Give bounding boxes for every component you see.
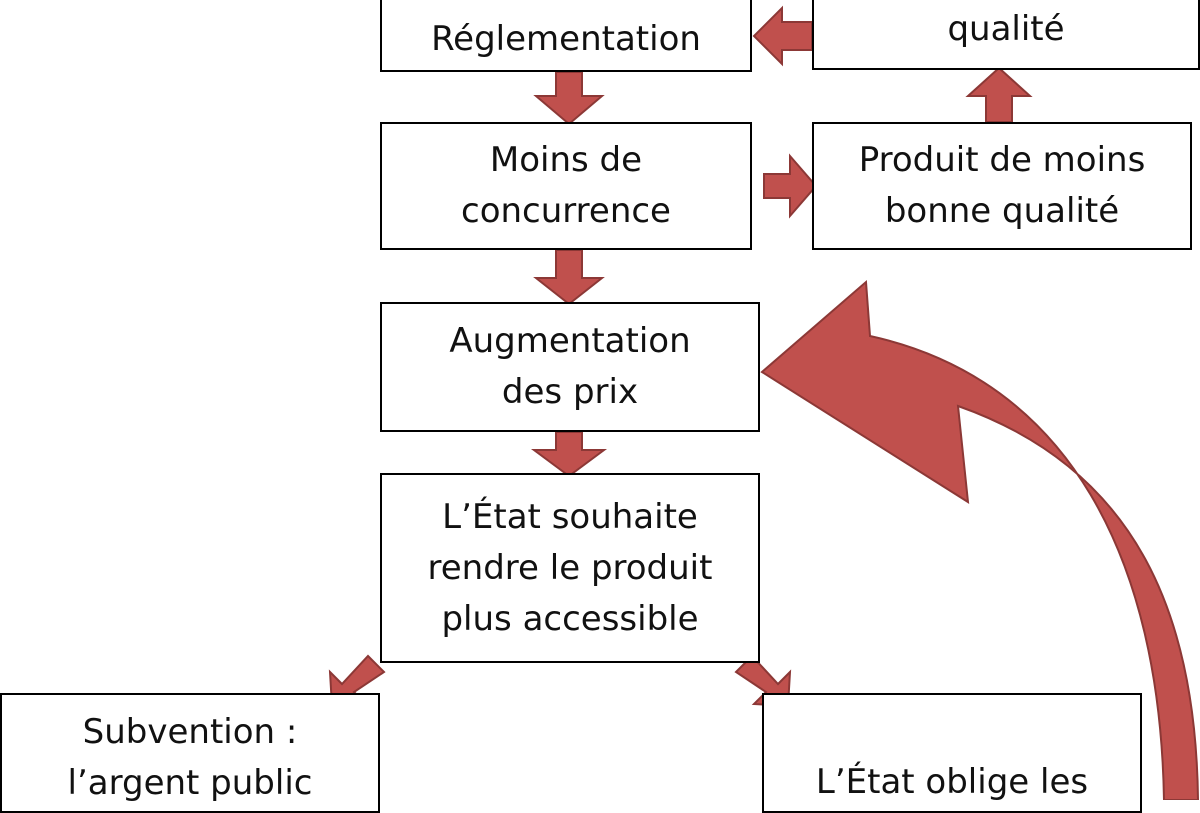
box-qualite: qualité (812, 0, 1200, 70)
box-augmentation-des-prix-line2: des prix (501, 372, 639, 412)
arrow-concurrence-to-moins-bonne (763, 153, 818, 219)
box-augmentation-des-prix-text: Augmentation des prix (449, 316, 690, 418)
box-etat-souhaite-line1: L’État souhaite (442, 496, 698, 537)
box-subvention-line2: l’argent public (67, 763, 313, 803)
box-subvention-line1: Subvention : (82, 712, 298, 752)
box-etat-oblige-text: L’État oblige les (816, 757, 1088, 808)
box-produit-moins-bonne-qualite-line2: bonne qualité (884, 191, 1120, 231)
box-moins-de-concurrence-line1: Moins de (489, 140, 643, 180)
arrow-curved-feedback (760, 279, 1200, 800)
box-augmentation-des-prix: Augmentation des prix (380, 302, 760, 432)
box-etat-souhaite-text: L’État souhaite rendre le produit plus a… (428, 492, 713, 645)
box-etat-souhaite-line3: plus accessible (441, 598, 699, 639)
box-produit-moins-bonne-qualite: Produit de moins bonne qualité (812, 122, 1192, 250)
box-subvention: Subvention : l’argent public (0, 693, 380, 813)
box-reglementation: Réglementation (380, 0, 752, 72)
box-moins-de-concurrence-text: Moins de concurrence (461, 135, 671, 237)
box-moins-de-concurrence-line2: concurrence (461, 191, 671, 231)
box-etat-oblige: L’État oblige les (762, 693, 1142, 813)
arrow-moins-bonne-to-qualite (965, 66, 1033, 123)
box-augmentation-des-prix-line1: Augmentation (449, 321, 691, 361)
box-qualite-text: qualité (947, 4, 1064, 55)
box-etat-souhaite-line2: rendre le produit (427, 547, 713, 588)
box-etat-oblige-line1: L’État oblige les (815, 762, 1089, 802)
arrow-reglementation-to-concurrence (533, 71, 605, 126)
arrow-qualite-to-reglementation (752, 5, 813, 67)
box-qualite-line1: qualité (947, 9, 1065, 49)
box-subvention-text: Subvention : l’argent public (68, 707, 313, 809)
box-produit-moins-bonne-qualite-text: Produit de moins bonne qualité (859, 135, 1146, 237)
box-reglementation-text: Réglementation (431, 14, 701, 65)
box-moins-de-concurrence: Moins de concurrence (380, 122, 752, 250)
box-reglementation-line1: Réglementation (431, 18, 701, 59)
box-produit-moins-bonne-qualite-line1: Produit de moins (858, 140, 1146, 180)
arrow-concurrence-to-augmentation (533, 249, 605, 306)
box-etat-souhaite: L’État souhaite rendre le produit plus a… (380, 473, 760, 663)
arrow-augmentation-to-etat (530, 431, 608, 478)
